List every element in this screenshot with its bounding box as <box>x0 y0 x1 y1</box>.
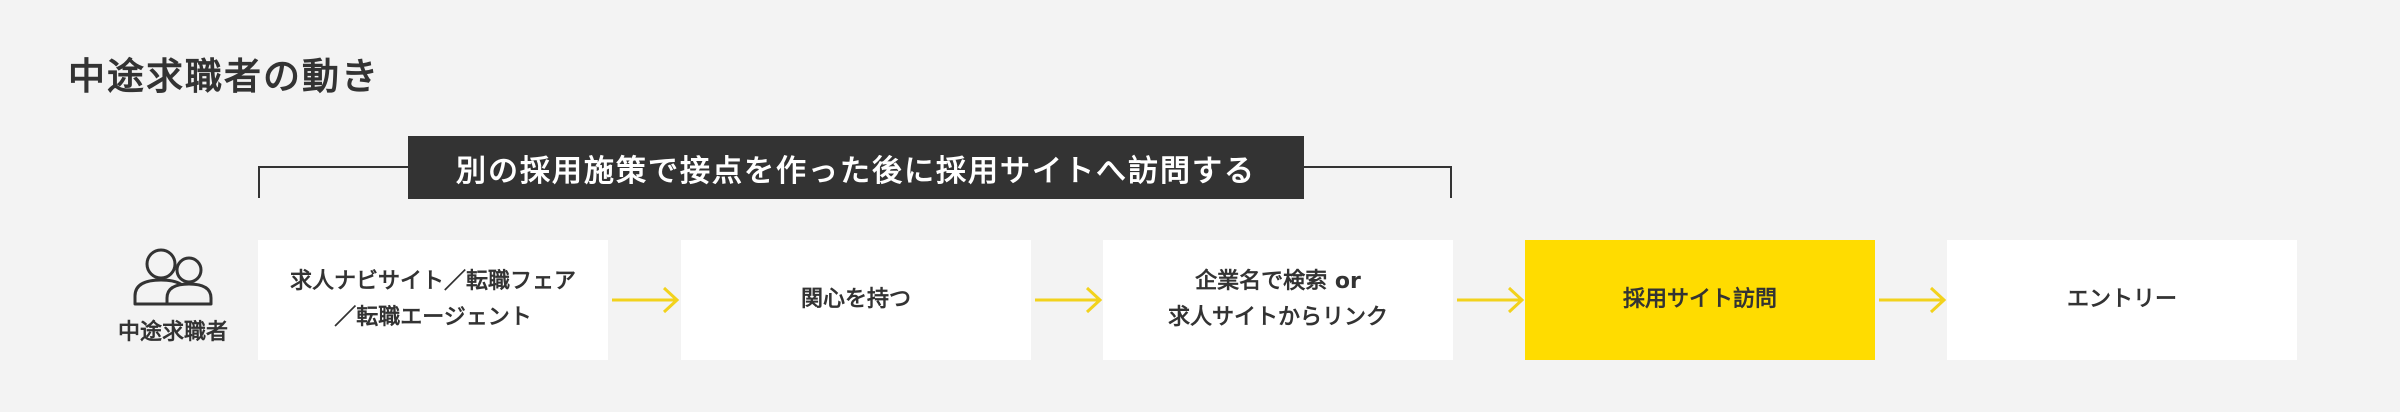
actor-label: 中途求職者 <box>117 320 228 345</box>
arrow-right-icon <box>612 286 680 314</box>
flow-step-search: 企業名で検索 or 求人サイトからリンク <box>1103 240 1453 360</box>
flow-step-label: エントリー <box>2066 287 2177 312</box>
flow-step-entry: エントリー <box>1947 240 2297 360</box>
banner-label: 別の採用施策で接点を作った後に採用サイトへ訪問する <box>408 136 1304 199</box>
people-icon <box>133 248 213 306</box>
arrow-right-icon <box>1457 286 1525 314</box>
flow-step-site-visit: 採用サイト訪問 <box>1525 240 1875 360</box>
flow-step-label: 採用サイト訪問 <box>1622 287 1777 312</box>
flow-step-label: 関心を持つ <box>800 287 911 312</box>
page-title: 中途求職者の動き <box>68 55 380 98</box>
flow-step-label: 企業名で検索 or 求人サイトからリンク <box>1167 269 1388 330</box>
arrow-right-icon <box>1035 286 1103 314</box>
flow-step-label: 求人ナビサイト／転職フェア ／転職エージェント <box>289 269 576 330</box>
flow-step-job-sites: 求人ナビサイト／転職フェア ／転職エージェント <box>258 240 608 360</box>
actor: 中途求職者 <box>98 244 248 346</box>
arrow-right-icon <box>1879 286 1947 314</box>
flow-step-interest: 関心を持つ <box>681 240 1031 360</box>
